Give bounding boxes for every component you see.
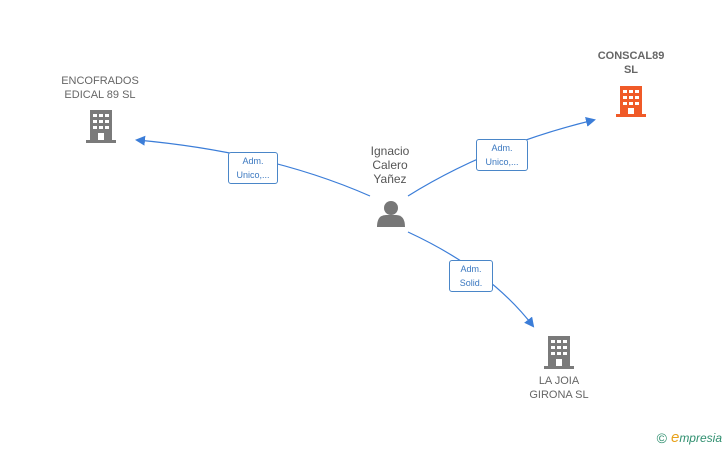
edge-label-conscal[interactable]: Adm. Unico,... [476, 139, 528, 171]
edge-label-lajoia[interactable]: Adm. Solid. [449, 260, 493, 292]
brand-name-rest: mpresia [679, 431, 722, 445]
person-icon[interactable] [377, 201, 405, 227]
building-icon-encofrados[interactable] [86, 110, 116, 143]
node-label-lajoia[interactable]: LA JOIA GIRONA SL [529, 375, 589, 401]
building-icon-conscal[interactable] [616, 86, 646, 117]
edge-label-encofrados[interactable]: Adm. Unico,... [228, 152, 278, 184]
building-icon-lajoia[interactable] [544, 336, 574, 369]
brand-name: empresia [671, 429, 722, 446]
brand-logo: © empresia [657, 429, 722, 446]
node-label-person[interactable]: Ignacio Calero Yañez [370, 144, 410, 186]
node-label-encofrados[interactable]: ENCOFRADOS EDICAL 89 SL [61, 75, 139, 101]
node-label-conscal[interactable]: CONSCAL89 SL [597, 50, 665, 76]
brand-initial: e [670, 429, 680, 446]
copyright-symbol: © [656, 429, 667, 446]
